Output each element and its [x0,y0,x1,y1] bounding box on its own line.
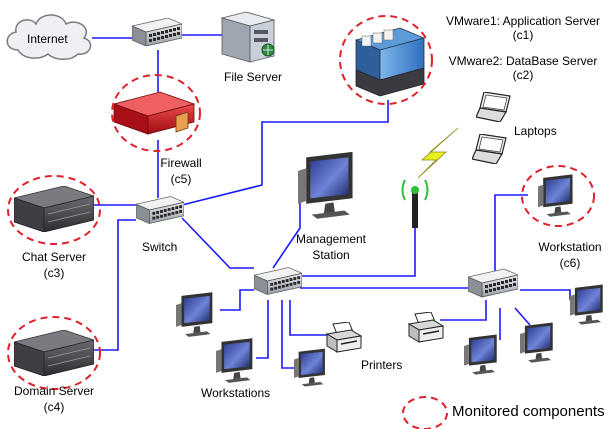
printer-icon [408,312,444,343]
main-switch-icon [254,267,302,295]
label-workstation-c6: Workstation [538,240,602,254]
label-management: Management [295,232,367,246]
label-workstation-c6-id: (c6) [559,256,581,270]
monitored-ring-vmware [339,15,433,105]
label-vmware2-id: (c2) [512,68,534,82]
link-mainswitch-wireless [300,228,416,277]
label-chat-server-id: (c3) [43,266,65,280]
label-vmware1: VMware1: Application Server [445,14,601,28]
label-switch: Switch [142,240,178,254]
label-internet: Internet [27,32,68,46]
label-firewall: Firewall [160,156,202,170]
link-right-ws5 [514,307,531,326]
vmware-server-icon [354,27,426,97]
workstation-icon [464,334,497,375]
workstation-icon [570,284,603,325]
link-mainswitch-ws3 [281,300,300,369]
workstation-icon [176,292,213,337]
link-right-workstation-c6 [494,194,528,280]
label-firewall-id: (c5) [170,172,192,186]
workstation-c6-icon [538,174,573,217]
right-switch-icon [468,268,518,298]
label-laptops: Laptops [514,124,557,138]
label-workstations: Workstations [201,386,271,400]
legend-ring-icon [402,396,448,429]
link-mgmt-mainswitch [272,198,301,269]
link-right-ws6 [520,289,571,300]
label-domain-server: Domain Server [13,384,95,398]
monitored-ring-workstation-c6 [521,165,595,227]
wireless-access-point-icon [401,179,429,228]
monitored-ring-firewall [111,74,201,152]
workstation-icon [216,338,253,383]
label-station: Station [312,248,350,262]
link-mainswitch-ws2 [256,300,269,359]
label-domain-server-id: (c4) [43,400,65,414]
link-switch-mainswitch [181,217,254,269]
link-mainswitch-printer1 [289,300,328,336]
label-file-server: File Server [224,70,283,84]
link-right-printer2 [440,300,487,321]
firewall-icon [112,91,196,135]
workstation-icon [520,322,553,363]
file-server-icon [220,11,276,63]
laptop-icon [476,92,511,122]
legend-label: Monitored components [452,403,605,420]
management-station-icon [298,151,353,219]
top-switch-icon [132,18,182,46]
laptop-icon [472,134,507,164]
link-mainswitch-ws1 [220,289,254,311]
label-vmware2: VMware2: DataBase Server [448,54,598,68]
chat-server-icon [14,186,94,232]
monitored-ring-chat-server [7,175,101,245]
link-vmware-switch [181,100,389,206]
link-switch-domain [90,219,136,351]
switch-icon [136,196,184,224]
workstation-icon [294,348,325,387]
wireless-bolt-icon [417,127,459,179]
monitored-ring-domain-server [7,316,101,390]
label-printers: Printers [361,358,403,372]
internet-cloud [6,14,92,60]
label-vmware1-id: (c1) [512,28,534,42]
printer-icon [326,322,362,353]
label-chat-server: Chat Server [21,250,87,264]
domain-server-icon [14,330,94,376]
monitored-rings [7,15,595,429]
